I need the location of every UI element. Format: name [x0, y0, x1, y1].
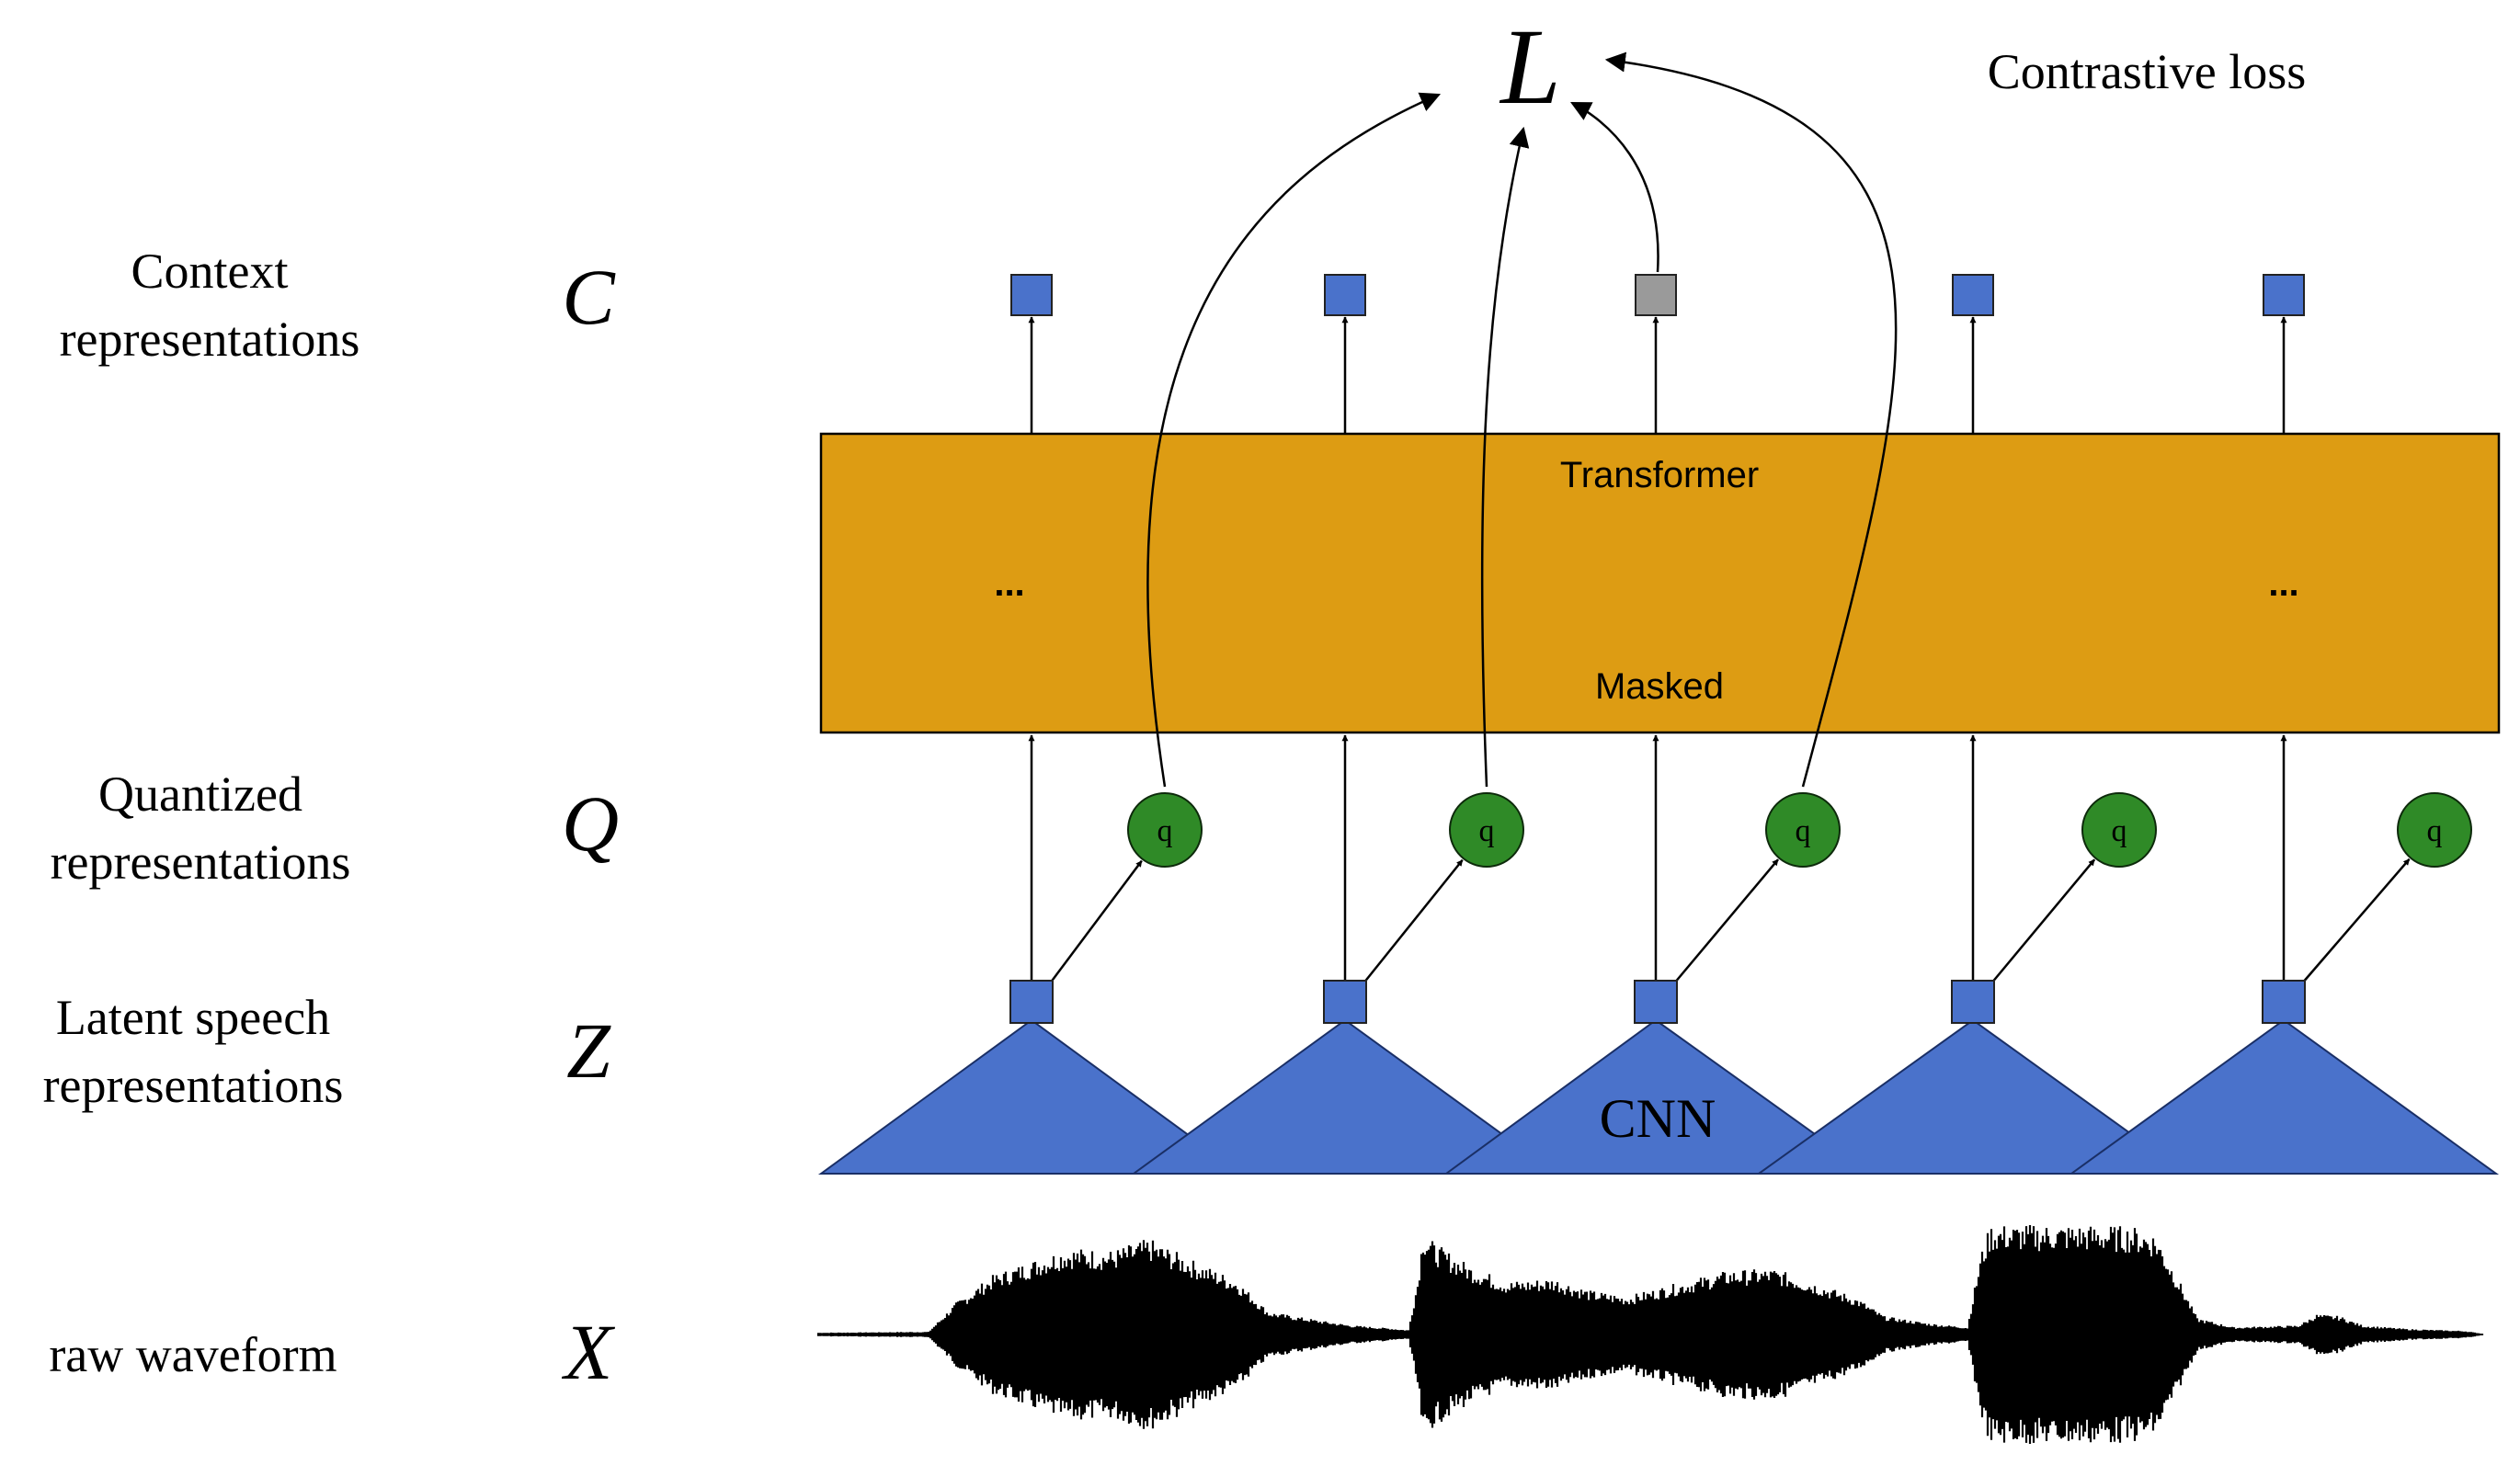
- loss-arrow-from-q1: [1146, 92, 1442, 788]
- arrow-z-to-q1: [1048, 859, 1143, 984]
- cnn-label: CNN: [1600, 1088, 1716, 1149]
- raw-waveform: [816, 1225, 2484, 1444]
- loss-arrow-from-c3: [1570, 101, 1659, 273]
- loss-arrow-from-q3: [1604, 51, 1898, 788]
- arrow-z-to-q2: [1363, 858, 1464, 984]
- transformer-ellipsis-right: ...: [2268, 563, 2298, 604]
- loss-arrow-from-q2: [1480, 126, 1530, 788]
- cnn-triangle-3: [1442, 1018, 1874, 1175]
- transformer-ellipsis-left: ...: [994, 563, 1024, 604]
- latent-square-4: [1951, 980, 1995, 1024]
- quantized-label-line1: Quantized: [98, 767, 302, 822]
- cnn-encoder: [817, 1018, 2500, 1175]
- transformer-title: Transformer: [1560, 455, 1759, 495]
- quantizer-circle-5: [2397, 792, 2472, 868]
- masked-label: Masked: [1595, 666, 1724, 707]
- quantized-label-line2: representations: [51, 835, 351, 890]
- quantizer-label-4: q: [2112, 814, 2127, 848]
- raw-symbol: X: [562, 1308, 616, 1396]
- cnn-triangle-1: [817, 1018, 1245, 1175]
- cnn-triangle-2: [1130, 1018, 1560, 1175]
- contrastive-loss-label: Contrastive loss: [1988, 44, 2307, 99]
- context-label-line2: representations: [60, 312, 360, 367]
- cnn-triangle-4: [1755, 1018, 2190, 1175]
- quantizer-label-1: q: [1157, 814, 1173, 848]
- transformer-block: [819, 432, 2501, 734]
- quantizer-circle-2: [1449, 792, 1524, 868]
- context-square-5: [2263, 274, 2305, 316]
- context-square-1: [1010, 274, 1053, 316]
- latent-square-5: [2262, 980, 2306, 1024]
- cnn-triangle-5: [2068, 1018, 2500, 1175]
- context-symbol: C: [562, 253, 616, 341]
- arrow-z-to-q3: [1673, 858, 1779, 984]
- quantizer-label-3: q: [1796, 814, 1811, 848]
- loss-symbol: L: [1499, 6, 1561, 127]
- latent-square-3: [1634, 980, 1678, 1024]
- context-square-2: [1324, 274, 1366, 316]
- arrow-z-to-q4: [1990, 858, 2096, 984]
- latent-square-1: [1009, 980, 1054, 1024]
- latent-label-line2: representations: [43, 1058, 344, 1113]
- latent-symbol: Z: [566, 1006, 611, 1095]
- context-square-4: [1952, 274, 1994, 316]
- quantizer-circle-1: [1127, 792, 1203, 868]
- context-label-line1: Context: [131, 244, 289, 299]
- arrow-z-to-q5: [2301, 857, 2411, 984]
- quantizer-circle-3: [1765, 792, 1841, 868]
- quantizer-label-5: q: [2427, 814, 2443, 848]
- latent-square-2: [1323, 980, 1367, 1024]
- latent-label-line1: Latent speech: [56, 990, 330, 1045]
- context-square-masked: [1635, 274, 1677, 316]
- waveform-signal: [816, 1225, 2484, 1444]
- quantizer-label-2: q: [1479, 814, 1495, 848]
- quantizer-circle-4: [2081, 792, 2157, 868]
- loss-arrows: [1146, 51, 1898, 788]
- raw-waveform-label: raw waveform: [49, 1327, 336, 1382]
- quantized-symbol: Q: [562, 779, 619, 868]
